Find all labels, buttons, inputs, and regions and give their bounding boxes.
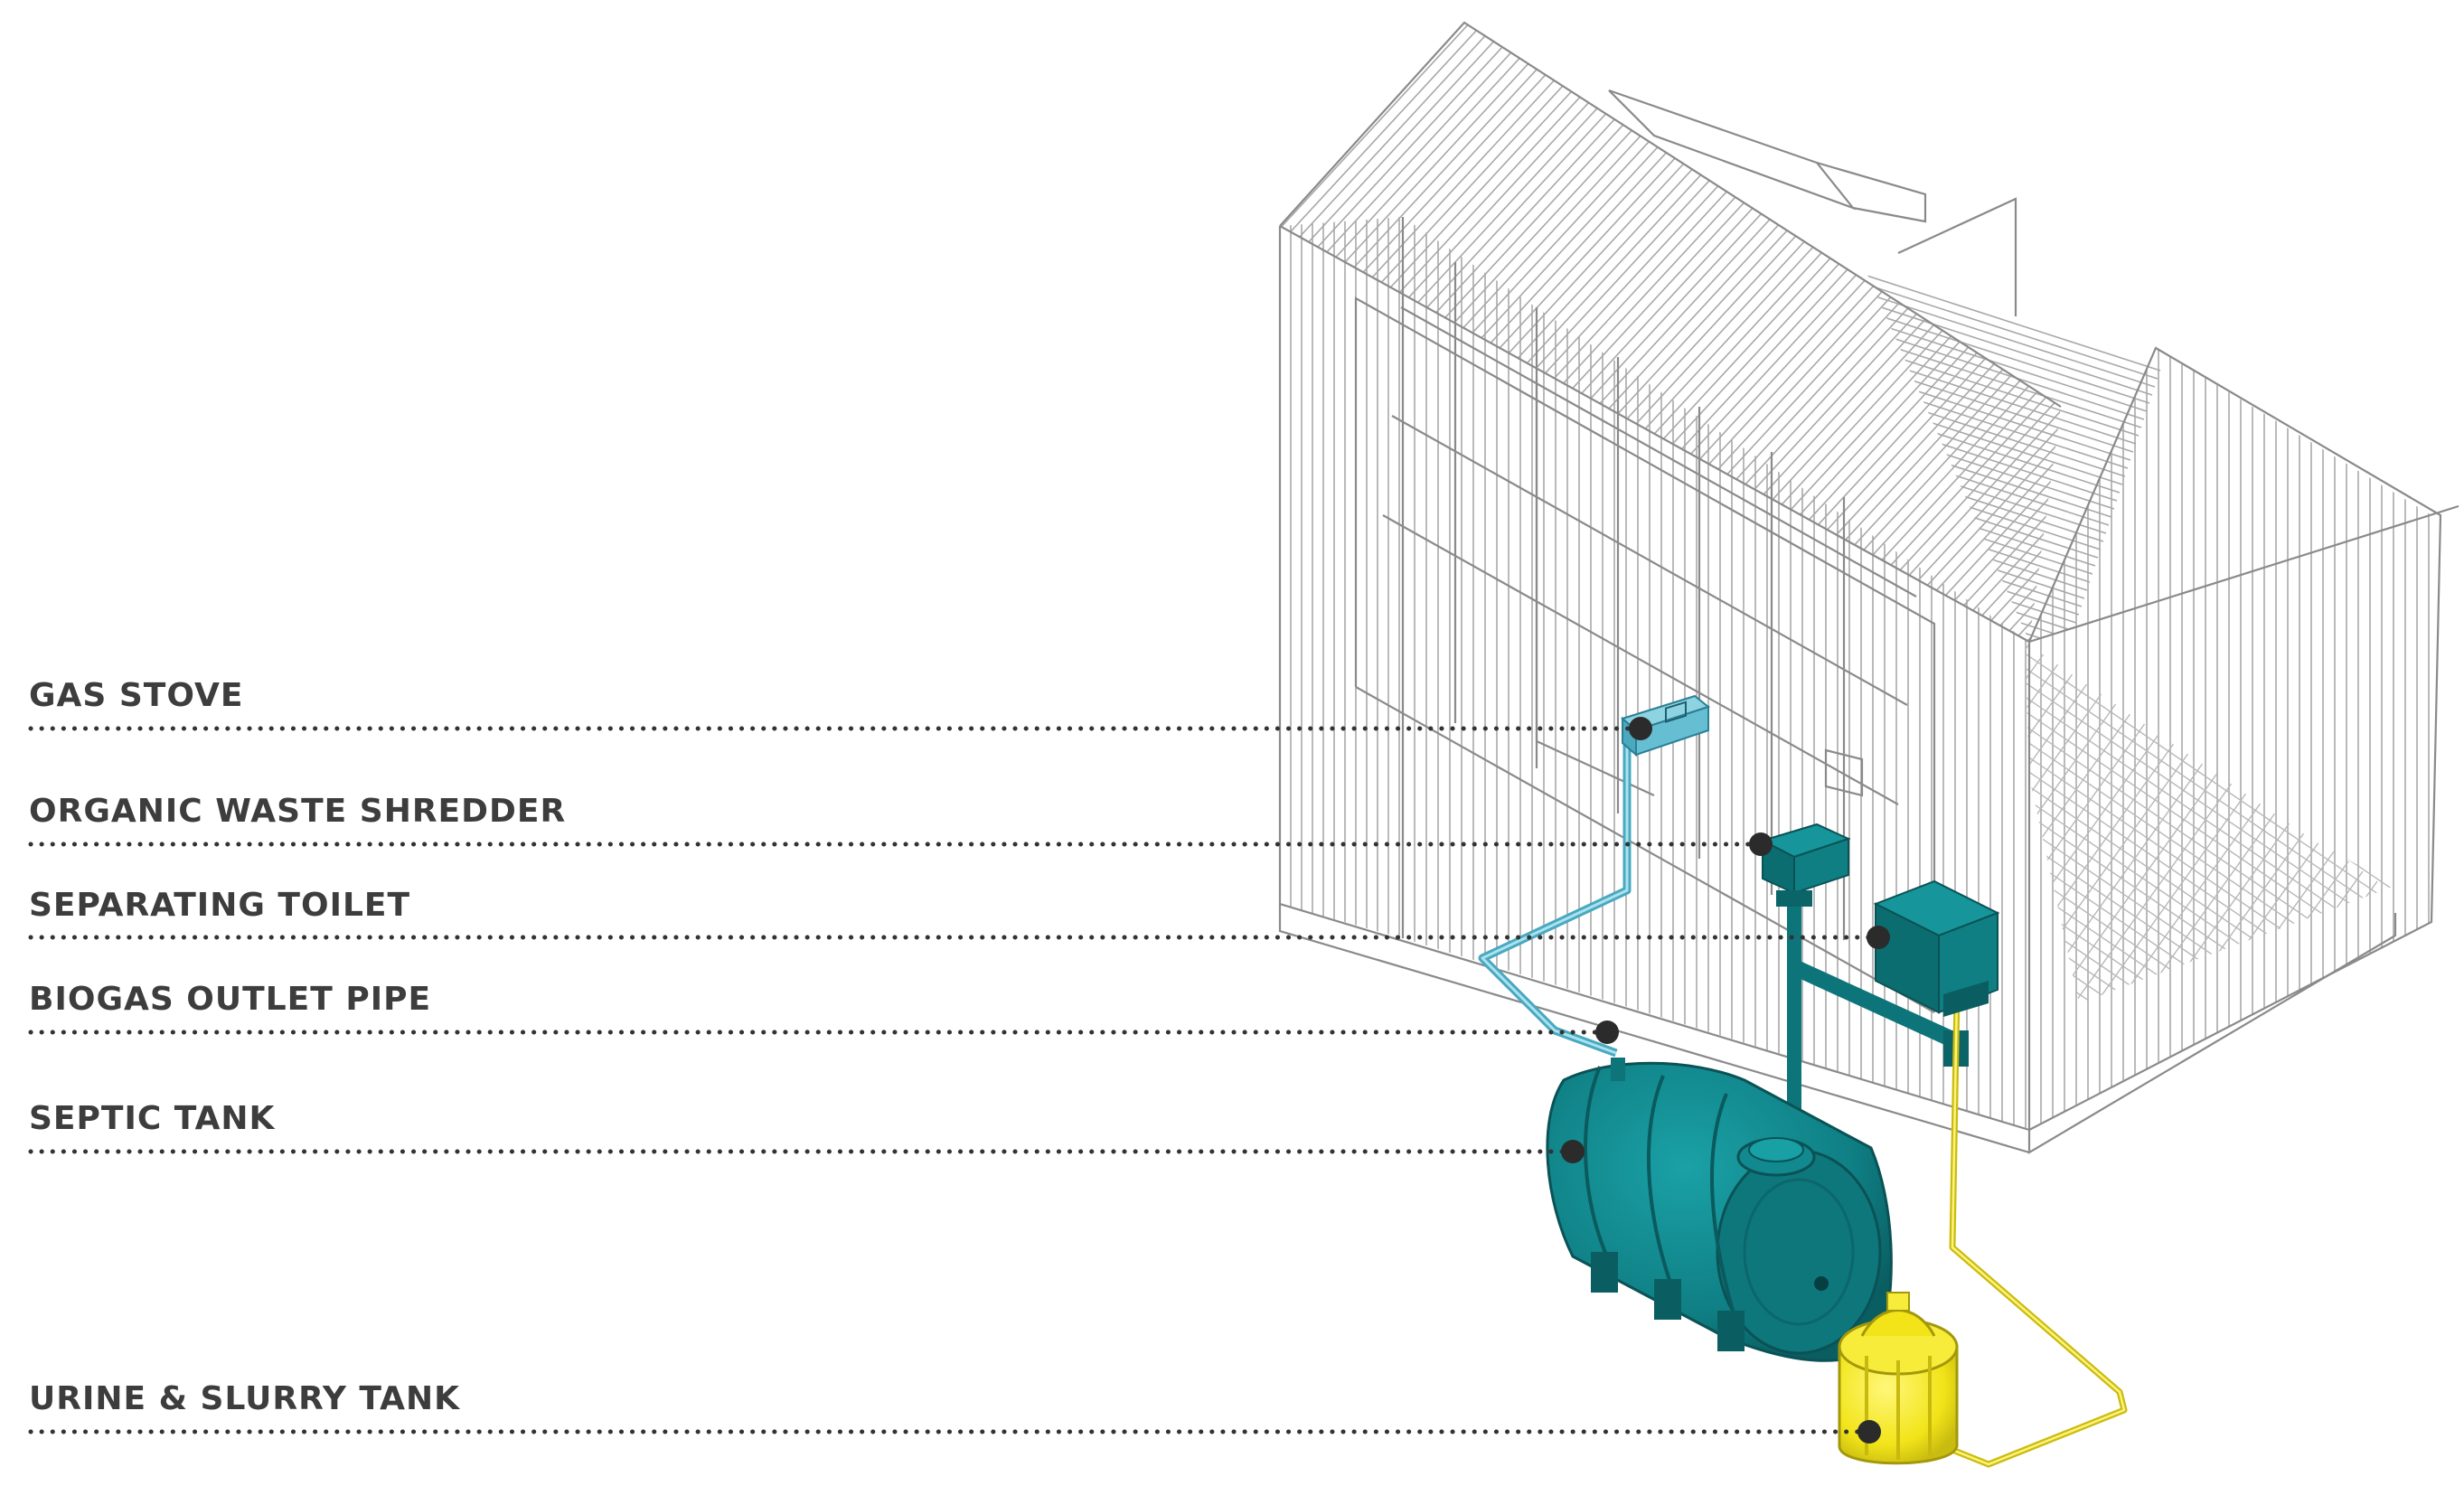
roof-right-slats — [1862, 270, 2161, 642]
leader-dot-gas-stove — [1629, 717, 1652, 740]
house-outline-edge — [1816, 161, 1927, 223]
house-outline-edge — [1355, 686, 1935, 1013]
label-septic-tank: SEPTIC TANK — [29, 1100, 276, 1137]
house-outline-edge — [1824, 748, 1864, 797]
house-outline-edge — [1391, 415, 1908, 706]
house-outline-edge — [1278, 904, 2030, 1154]
leader-dot-separating-toilet — [1867, 926, 1890, 949]
house-outline-edge — [1354, 296, 1936, 1012]
leader-dot-urine-slurry-tank — [1857, 1420, 1881, 1444]
separating-toilet-icon — [1873, 879, 2000, 1017]
house-outline-edge — [2028, 504, 2459, 644]
house-outline-edge — [1400, 306, 1917, 597]
house-outline-edge — [2027, 346, 2442, 1131]
house-outline-edge — [1897, 197, 2017, 316]
urine-slurry-tank-icon — [1838, 1292, 1959, 1465]
house-outline-edge — [1535, 380, 1655, 796]
house-outline-edge — [1382, 514, 1899, 805]
house-outline-edge — [2027, 913, 2397, 1154]
leader-dot-biogas-outlet-pipe — [1595, 1020, 1619, 1044]
label-organic-waste-shredder: ORGANIC WASTE SHREDDER — [29, 793, 567, 830]
biogas-pipe-highlight — [1481, 741, 1629, 1055]
leader-dot-septic-tank — [1561, 1140, 1585, 1163]
leader-lines — [28, 717, 1890, 1444]
label-separating-toilet: SEPARATING TOILET — [29, 887, 411, 924]
organic-waste-shredder-icon — [1760, 823, 1851, 907]
leader-dot-organic-waste-shredder — [1749, 832, 1773, 856]
label-gas-stove: GAS STOVE — [29, 677, 244, 714]
biogas-pipe — [1478, 741, 1632, 1058]
urine-pipe-highlight — [1942, 993, 2126, 1466]
house-left-wall — [1280, 217, 1400, 938]
label-biogas-outlet-pipe: BIOGAS OUTLET PIPE — [29, 981, 432, 1018]
house-wireframe — [1278, 21, 2459, 1154]
label-urine-slurry-tank: URINE & SLURRY TANK — [29, 1380, 461, 1417]
urine-pipe — [1942, 993, 2128, 1468]
septic-tank-icon — [1546, 1058, 1893, 1362]
house-outline-edge — [1279, 21, 2062, 408]
house-outline-edge — [1279, 225, 2030, 643]
